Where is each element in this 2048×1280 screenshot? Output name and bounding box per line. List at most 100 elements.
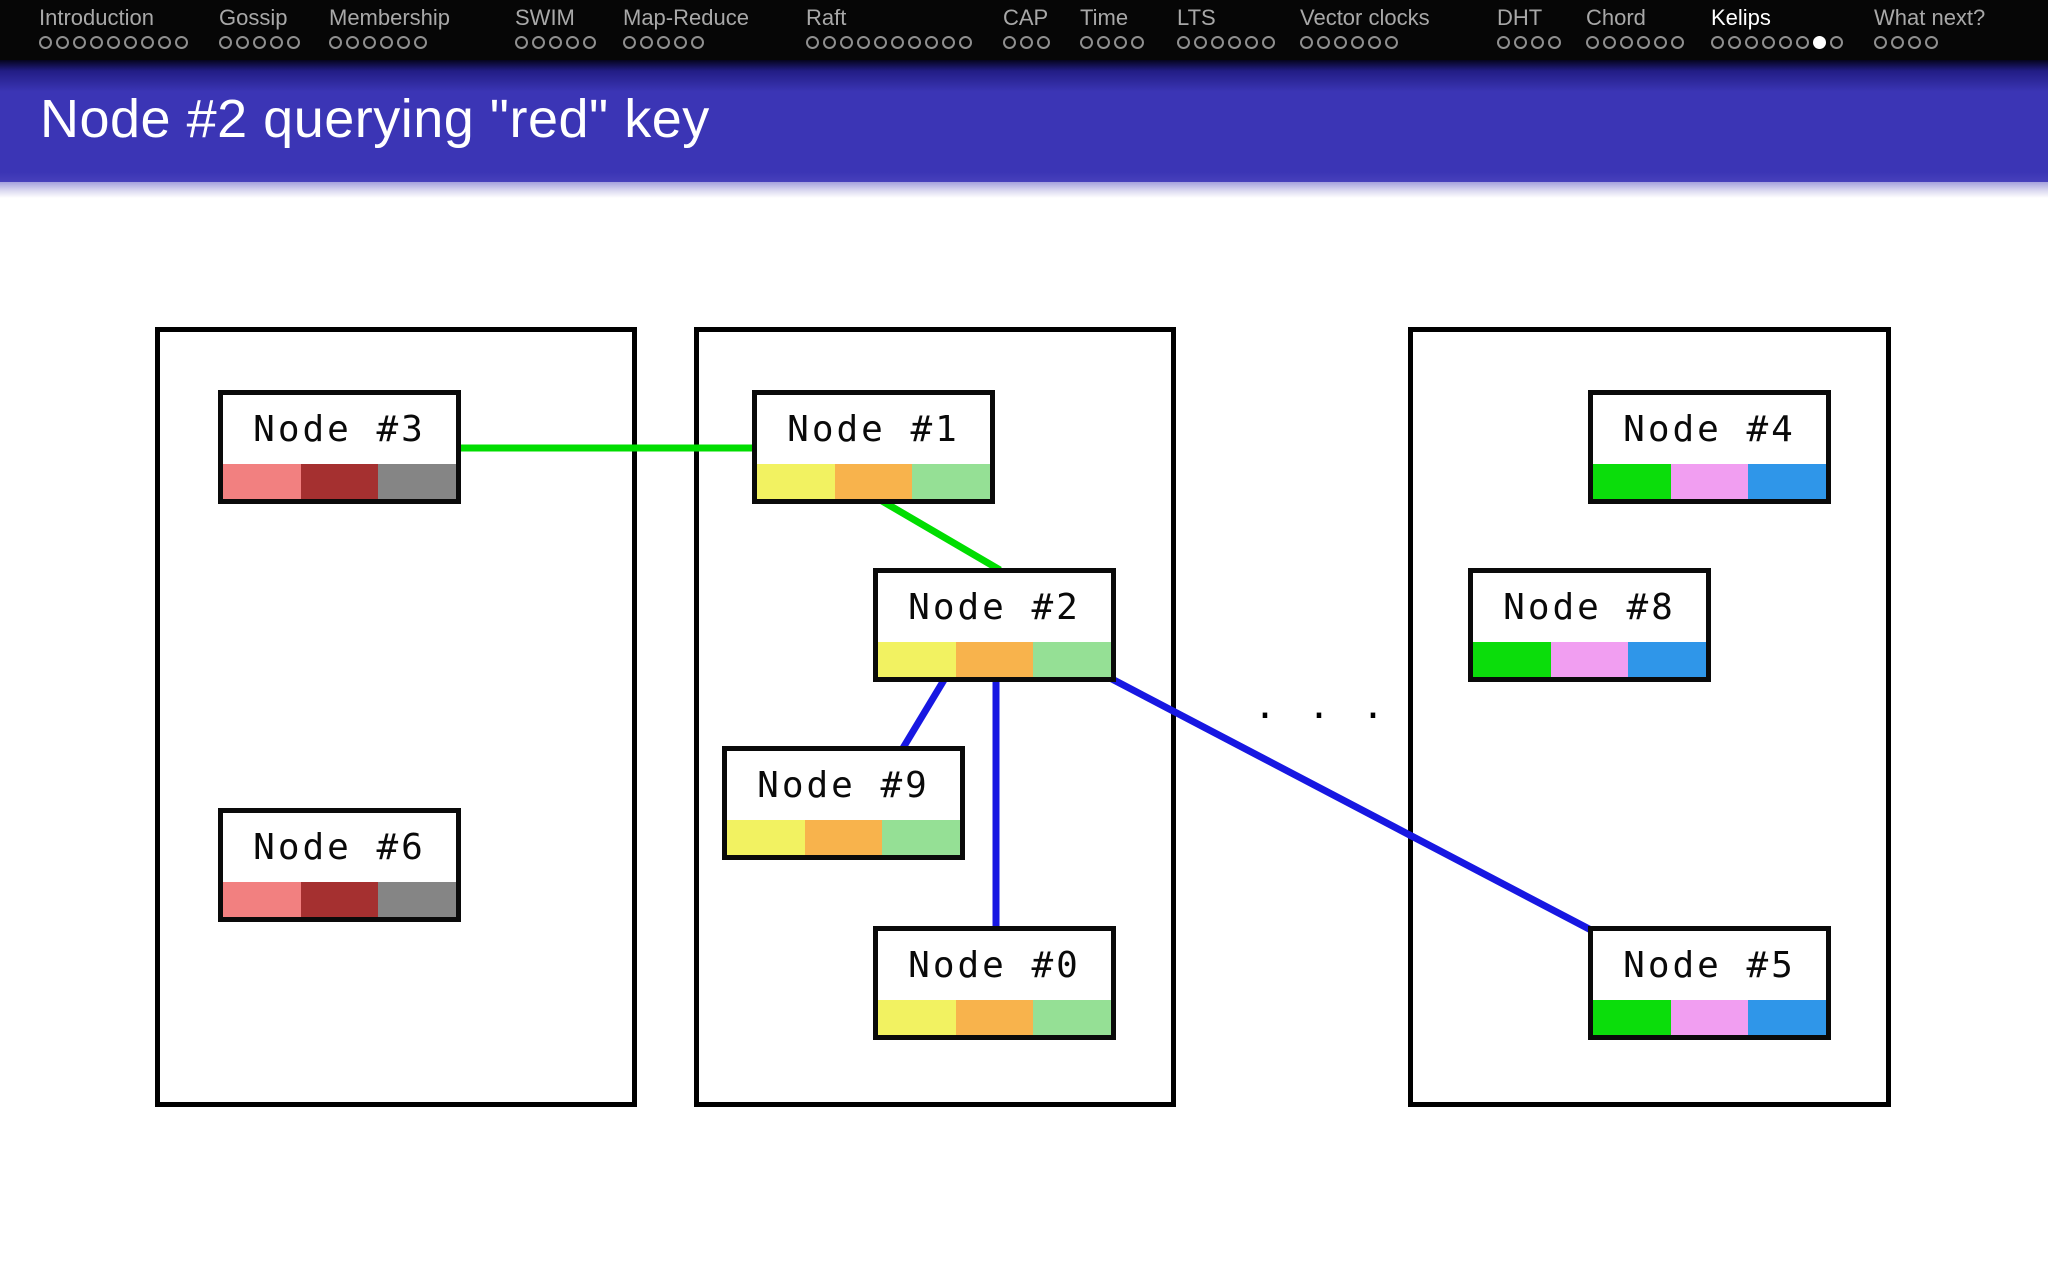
nav-section-dht[interactable]: DHT [1497, 0, 1561, 60]
nav-section-label[interactable]: Raft [806, 5, 847, 30]
nav-dot[interactable] [691, 36, 704, 49]
nav-dot[interactable] [1334, 36, 1347, 49]
nav-dot[interactable] [1654, 36, 1667, 49]
nav-dot[interactable] [532, 36, 545, 49]
nav-dot[interactable] [1603, 36, 1616, 49]
nav-dot[interactable] [90, 36, 103, 49]
nav-dot[interactable] [891, 36, 904, 49]
nav-dot[interactable] [380, 36, 393, 49]
nav-dot[interactable] [1637, 36, 1650, 49]
nav-dot[interactable] [1245, 36, 1258, 49]
nav-dot[interactable] [640, 36, 653, 49]
nav-dot[interactable] [236, 36, 249, 49]
nav-dot[interactable] [1080, 36, 1093, 49]
nav-dot[interactable] [287, 36, 300, 49]
nav-dot[interactable] [1762, 36, 1775, 49]
nav-dot[interactable] [1497, 36, 1510, 49]
nav-section-what-next[interactable]: What next? [1874, 0, 1985, 60]
nav-dot[interactable] [1228, 36, 1241, 49]
nav-dot[interactable] [583, 36, 596, 49]
nav-dot[interactable] [623, 36, 636, 49]
nav-dot[interactable] [1177, 36, 1190, 49]
nav-dot[interactable] [1037, 36, 1050, 49]
nav-dot[interactable] [1097, 36, 1110, 49]
nav-section-label[interactable]: Chord [1586, 5, 1646, 30]
nav-section-label[interactable]: Introduction [39, 5, 154, 30]
nav-dot[interactable] [1211, 36, 1224, 49]
nav-dot[interactable] [840, 36, 853, 49]
nav-dot[interactable] [925, 36, 938, 49]
nav-dot[interactable] [1745, 36, 1758, 49]
nav-dot[interactable] [1620, 36, 1633, 49]
nav-dot[interactable] [1796, 36, 1809, 49]
nav-dot[interactable] [175, 36, 188, 49]
nav-dot[interactable] [1531, 36, 1544, 49]
nav-section-label[interactable]: Membership [329, 5, 451, 30]
nav-dot[interactable] [1779, 36, 1792, 49]
nav-section-introduction[interactable]: Introduction [39, 0, 188, 60]
nav-dot[interactable] [73, 36, 86, 49]
nav-dot[interactable] [959, 36, 972, 49]
nav-section-label[interactable]: LTS [1177, 5, 1216, 30]
nav-dot[interactable] [329, 36, 342, 49]
nav-dot[interactable] [566, 36, 579, 49]
nav-section-label[interactable]: What next? [1874, 5, 1986, 30]
nav-dot[interactable] [107, 36, 120, 49]
nav-dot[interactable] [39, 36, 52, 49]
nav-dot[interactable] [397, 36, 410, 49]
nav-dot[interactable] [1548, 36, 1561, 49]
nav-dot[interactable] [1194, 36, 1207, 49]
nav-dot[interactable] [823, 36, 836, 49]
nav-dot[interactable] [253, 36, 266, 49]
nav-section-label[interactable]: Map-Reduce [623, 5, 749, 30]
nav-dot[interactable] [857, 36, 870, 49]
nav-dot[interactable] [1114, 36, 1127, 49]
nav-section-label[interactable]: Kelips [1711, 5, 1771, 30]
nav-section-label[interactable]: Gossip [219, 5, 288, 30]
nav-dot[interactable] [1586, 36, 1599, 49]
nav-section-label[interactable]: Vector clocks [1300, 5, 1430, 30]
nav-dot[interactable] [1874, 36, 1887, 49]
nav-dot[interactable] [1317, 36, 1330, 49]
nav-dot[interactable] [124, 36, 137, 49]
nav-section-vector-clocks[interactable]: Vector clocks [1300, 0, 1430, 60]
nav-dot[interactable] [1728, 36, 1741, 49]
nav-section-cap[interactable]: CAP [1003, 0, 1050, 60]
nav-section-time[interactable]: Time [1080, 0, 1144, 60]
nav-dot[interactable] [1368, 36, 1381, 49]
nav-dot[interactable] [1262, 36, 1275, 49]
nav-dot[interactable] [1925, 36, 1938, 49]
nav-dot[interactable] [158, 36, 171, 49]
nav-dot[interactable] [942, 36, 955, 49]
nav-dot[interactable] [1351, 36, 1364, 49]
nav-dot[interactable] [363, 36, 376, 49]
nav-dot[interactable] [515, 36, 528, 49]
nav-section-label[interactable]: DHT [1497, 5, 1543, 30]
nav-dot[interactable] [1300, 36, 1313, 49]
nav-dot[interactable] [674, 36, 687, 49]
nav-dot[interactable] [1003, 36, 1016, 49]
nav-section-swim[interactable]: SWIM [515, 0, 596, 60]
nav-dot[interactable] [219, 36, 232, 49]
nav-dot[interactable] [346, 36, 359, 49]
nav-dot[interactable] [1908, 36, 1921, 49]
nav-dot[interactable] [1891, 36, 1904, 49]
nav-dot[interactable] [657, 36, 670, 49]
nav-dot[interactable] [1671, 36, 1684, 49]
nav-dot[interactable] [56, 36, 69, 49]
nav-dot[interactable] [806, 36, 819, 49]
nav-dot[interactable] [874, 36, 887, 49]
nav-dot[interactable] [1131, 36, 1144, 49]
nav-dot[interactable] [1020, 36, 1033, 49]
nav-section-label[interactable]: SWIM [515, 5, 575, 30]
nav-section-kelips[interactable]: Kelips [1711, 0, 1843, 60]
nav-dot[interactable] [270, 36, 283, 49]
nav-section-label[interactable]: CAP [1003, 5, 1049, 30]
nav-dot[interactable] [1830, 36, 1843, 49]
nav-dot[interactable] [1385, 36, 1398, 49]
nav-dot[interactable] [1711, 36, 1724, 49]
nav-dot-current[interactable] [1813, 36, 1826, 49]
nav-section-map-reduce[interactable]: Map-Reduce [623, 0, 749, 60]
nav-section-gossip[interactable]: Gossip [219, 0, 300, 60]
nav-section-chord[interactable]: Chord [1586, 0, 1684, 60]
